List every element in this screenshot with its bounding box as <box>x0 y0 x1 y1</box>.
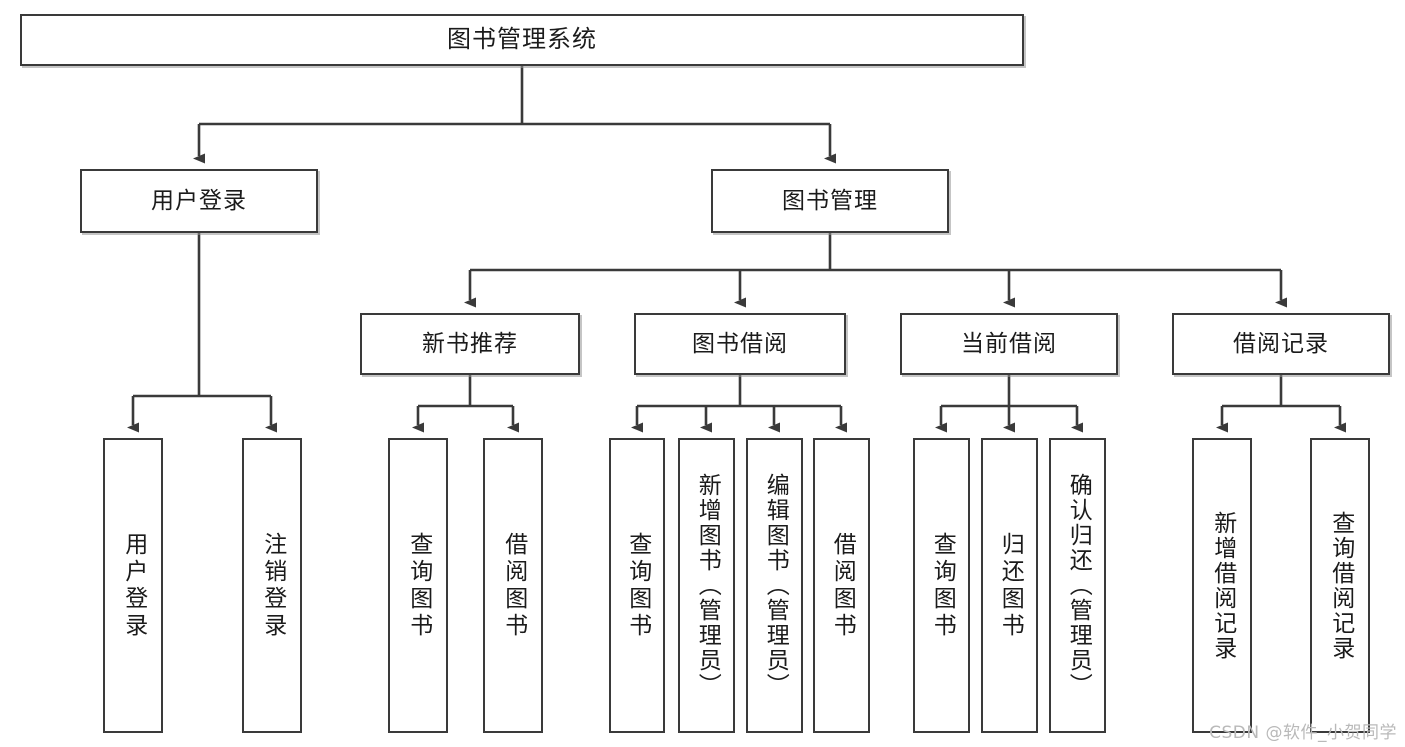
node-label: 图书管理 <box>782 187 878 214</box>
node-label: 查询图书 <box>405 531 432 640</box>
node-label: 查询借阅记录 <box>1327 510 1354 661</box>
node-label: 用户登录 <box>151 187 247 214</box>
node-label: 图书管理系统 <box>447 25 597 54</box>
node-label: 新增图书（管理员） <box>694 473 721 698</box>
leaf-borrow-book[interactable]: 借阅图书 <box>813 438 870 733</box>
node-label: 用户登录 <box>120 531 147 640</box>
node-root-book-management-system[interactable]: 图书管理系统 <box>20 14 1024 66</box>
node-new-book-recommend[interactable]: 新书推荐 <box>360 313 580 375</box>
node-user-login[interactable]: 用户登录 <box>80 169 318 233</box>
leaf-return-book[interactable]: 归还图书 <box>981 438 1038 733</box>
leaf-user-login[interactable]: 用户登录 <box>103 438 163 733</box>
leaf-query-book-borrow[interactable]: 查询图书 <box>609 438 665 733</box>
node-book-management[interactable]: 图书管理 <box>711 169 949 233</box>
watermark-text: CSDN @软件_小贺同学 <box>1209 723 1397 743</box>
leaf-logout[interactable]: 注销登录 <box>242 438 302 733</box>
node-label: 借阅图书 <box>829 531 856 640</box>
node-label: 确认归还（管理员） <box>1065 473 1092 698</box>
node-label: 新增借阅记录 <box>1209 510 1236 661</box>
node-label: 新书推荐 <box>422 330 518 357</box>
node-book-borrow[interactable]: 图书借阅 <box>634 313 846 375</box>
leaf-query-borrow-record[interactable]: 查询借阅记录 <box>1310 438 1370 733</box>
node-label: 归还图书 <box>997 531 1024 640</box>
node-label: 查询图书 <box>929 531 956 640</box>
leaf-add-borrow-record[interactable]: 新增借阅记录 <box>1192 438 1252 733</box>
node-label: 查询图书 <box>624 531 651 640</box>
node-label: 图书借阅 <box>692 330 788 357</box>
node-label: 借阅记录 <box>1233 330 1329 357</box>
node-borrow-records[interactable]: 借阅记录 <box>1172 313 1390 375</box>
node-current-borrow[interactable]: 当前借阅 <box>900 313 1118 375</box>
leaf-confirm-return-admin[interactable]: 确认归还（管理员） <box>1049 438 1106 733</box>
leaf-add-book-admin[interactable]: 新增图书（管理员） <box>678 438 735 733</box>
node-label: 当前借阅 <box>961 330 1057 357</box>
leaf-borrow-book-recommend[interactable]: 借阅图书 <box>483 438 543 733</box>
node-label: 借阅图书 <box>500 531 527 640</box>
node-label: 注销登录 <box>259 531 286 640</box>
node-label: 编辑图书（管理员） <box>762 473 789 698</box>
leaf-query-book-recommend[interactable]: 查询图书 <box>388 438 448 733</box>
leaf-query-book-current[interactable]: 查询图书 <box>913 438 970 733</box>
leaf-edit-book-admin[interactable]: 编辑图书（管理员） <box>746 438 803 733</box>
